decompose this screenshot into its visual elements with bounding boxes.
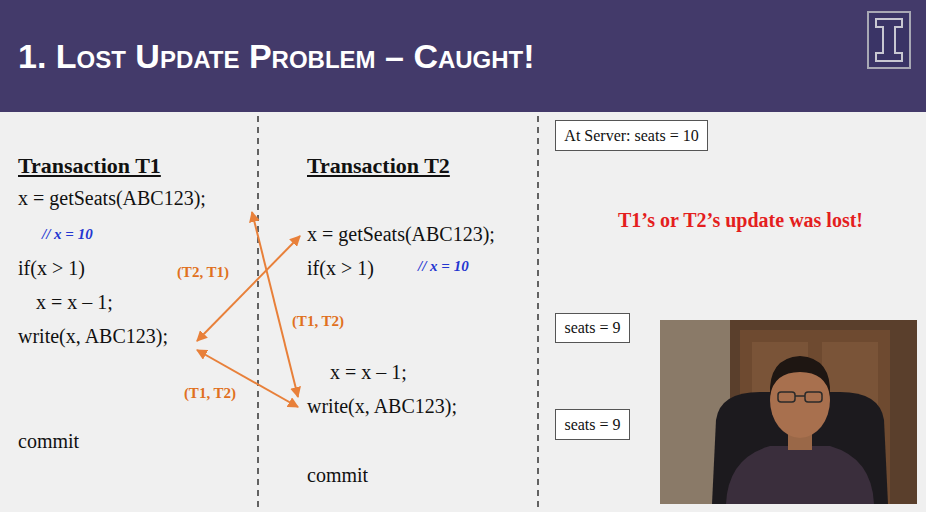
logo-frame	[868, 12, 910, 68]
state-box: seats = 9	[555, 313, 630, 343]
code-line: x = x – 1;	[330, 360, 407, 384]
code-line: commit	[18, 429, 79, 453]
code-comment: // x = 10	[42, 225, 93, 243]
arrow-label: (T1, T2)	[290, 312, 346, 330]
video-hair	[770, 356, 830, 396]
state-text: seats = 9	[556, 319, 629, 337]
code-line: x = getSeats(ABC123);	[18, 186, 206, 210]
code-line: commit	[307, 463, 368, 487]
column-divider	[537, 116, 539, 510]
header-bar	[0, 0, 926, 112]
state-box: At Server: seats = 10	[555, 120, 708, 151]
conflict-arrow	[252, 212, 298, 397]
code-line: x = x – 1;	[36, 290, 113, 314]
warning-note: T1’s or T2’s update was lost!	[618, 208, 863, 232]
column-heading: Transaction T2	[307, 153, 450, 179]
state-text: At Server: seats = 10	[556, 127, 707, 145]
code-line: write(x, ABC123);	[18, 324, 168, 348]
code-line: write(x, ABC123);	[307, 394, 457, 418]
slide-title: 1. Lost Update Problem – Caught!	[18, 36, 535, 76]
arrow-label: (T1, T2)	[182, 384, 238, 402]
arrow-label: (T2, T1)	[175, 263, 231, 281]
video-shirt	[726, 446, 874, 504]
video-glasses	[778, 392, 822, 402]
lecturer-video	[660, 320, 917, 504]
code-line: x = getSeats(ABC123);	[307, 222, 495, 246]
state-box: seats = 9	[555, 409, 630, 440]
logo-mark	[876, 19, 902, 61]
university-logo	[868, 12, 910, 68]
conflict-arrow	[197, 236, 300, 341]
column-heading: Transaction T1	[18, 153, 161, 179]
conflict-arrows	[197, 212, 300, 407]
video-frame	[660, 320, 917, 504]
code-line: if(x > 1)	[307, 256, 374, 280]
column-divider	[257, 116, 259, 510]
code-comment: // x = 10	[418, 257, 469, 275]
state-text: seats = 9	[556, 416, 629, 434]
code-line: if(x > 1)	[18, 256, 85, 280]
